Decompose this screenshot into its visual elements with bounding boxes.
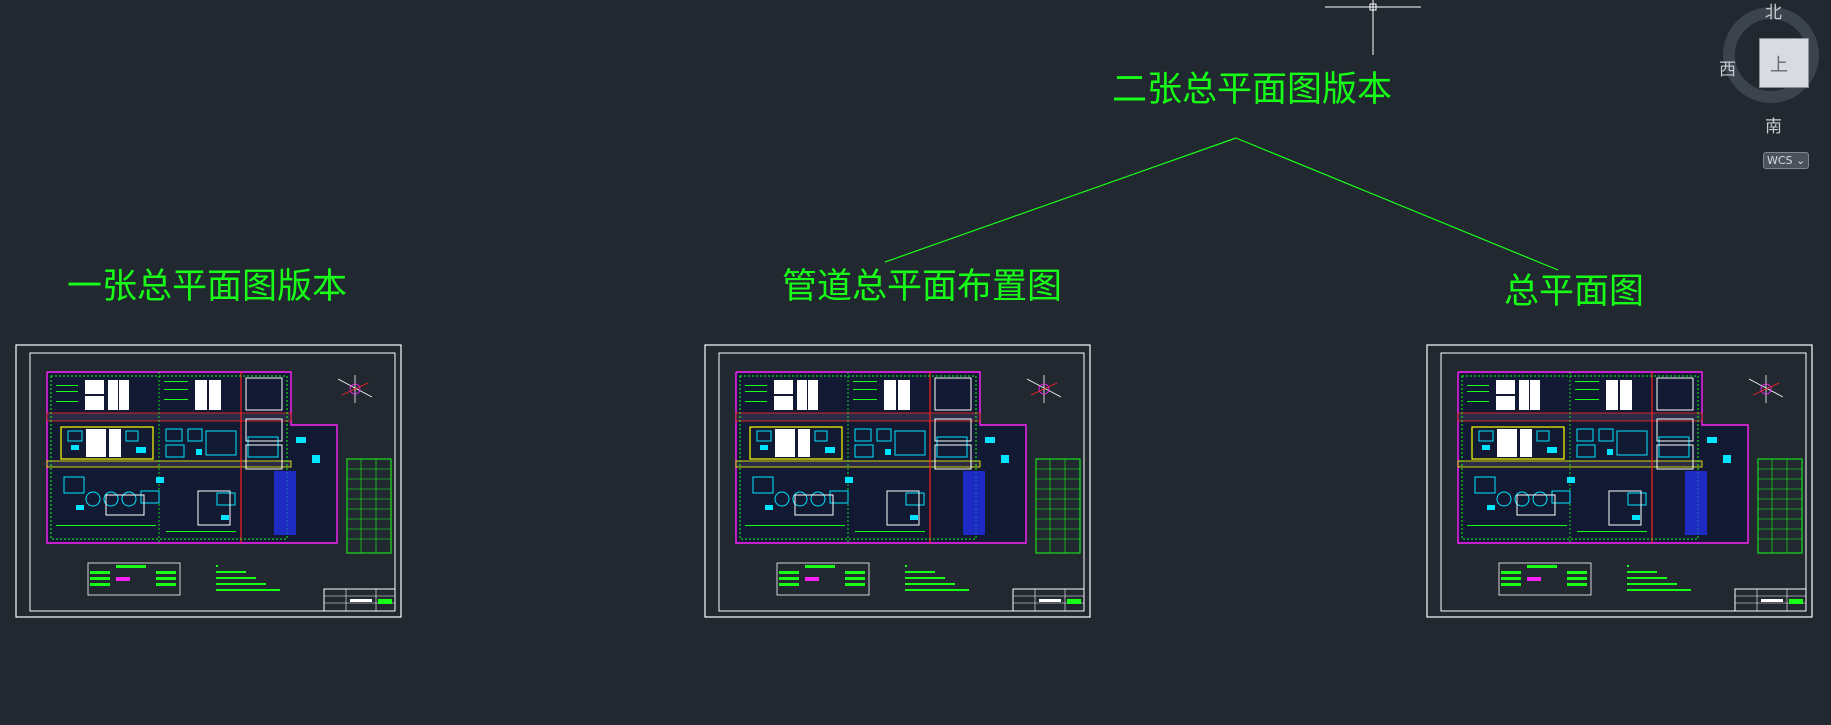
compass-west[interactable]: 西 [1719, 60, 1736, 80]
middle-title[interactable]: 管道总平面布置图 [782, 267, 1063, 307]
crosshair-icon [1325, 0, 1421, 55]
compass-north[interactable]: 北 [1765, 3, 1782, 23]
left-title[interactable]: 一张总平面图版本 [67, 267, 348, 307]
viewcube[interactable]: 上 北 西 南 WCS ⌄ [1719, 0, 1831, 169]
leader-lines [884, 137, 1559, 271]
wcs-dropdown[interactable]: WCS ⌄ [1763, 152, 1809, 169]
chevron-down-icon: ⌄ [1796, 154, 1806, 167]
compass-south[interactable]: 南 [1765, 117, 1782, 137]
drawing-sheet-3[interactable] [1426, 344, 1813, 618]
cube-face-label: 上 [1770, 55, 1788, 76]
viewcube-top-face[interactable]: 上 [1759, 38, 1809, 88]
drawing-sheet-2[interactable] [704, 344, 1091, 618]
drawing-sheet-1[interactable] [15, 344, 402, 618]
wcs-label: WCS [1767, 154, 1793, 167]
right-title[interactable]: 总平面图 [1504, 272, 1645, 312]
top-title[interactable]: 二张总平面图版本 [1112, 70, 1393, 110]
